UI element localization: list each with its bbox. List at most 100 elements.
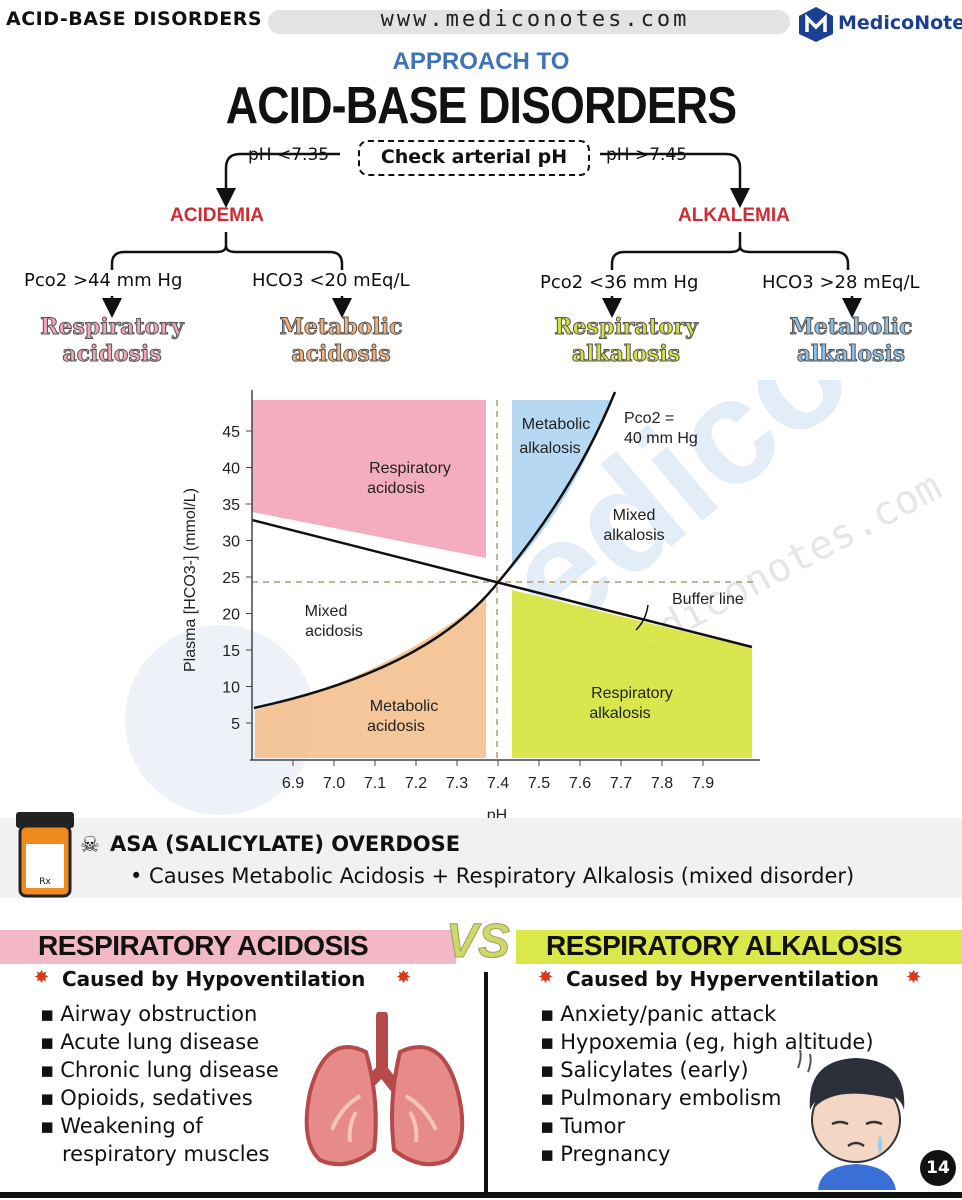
buffer-line-label: Buffer line — [672, 591, 744, 608]
resp-acidosis-banner — [0, 930, 456, 964]
respiratory-alkalosis-result: Respiratory alkalosis — [536, 314, 716, 368]
x-tick-label: 7.3 — [446, 775, 468, 792]
respiratory-acidosis-word1: Respiratory — [40, 314, 184, 341]
ph-high-condition: pH >7.45 — [606, 145, 688, 165]
x-tick-label: 7.5 — [528, 775, 550, 792]
resp-alkalosis-title: RESPIRATORY ALKALOSIS — [546, 930, 903, 961]
page-title: ACID-BASE DISORDERS — [225, 77, 737, 135]
respiratory-acidosis-word2: acidosis — [62, 341, 162, 368]
list-item: ▪Weakening of — [40, 1114, 203, 1138]
y-tick-label: 15 — [222, 643, 240, 660]
x-tick-label: 7.4 — [487, 775, 509, 792]
ph-low-condition: pH <7.35 — [248, 145, 330, 165]
y-axis-label: Plasma [HCO3-] (mmol/L) — [182, 488, 199, 672]
pco2-isobar-curve — [253, 391, 617, 710]
pco2-label-1: Pco2 = — [624, 410, 674, 427]
asa-title: ASA (SALICYLATE) OVERDOSE — [110, 832, 461, 856]
criterion-pco2-high: Pco2 >44 mm Hg — [24, 270, 183, 291]
y-tick-label: 30 — [222, 534, 240, 551]
subtitle: APPROACH TO — [392, 48, 570, 75]
x-tick-label: 7.1 — [364, 775, 386, 792]
explosion-icon: ✸ — [34, 967, 50, 988]
resp-alkalosis-list: ▪Anxiety/panic attack ▪Hypoxemia (eg, hi… — [540, 1000, 874, 1168]
metabolic-alkalosis-word2: alkalosis — [796, 341, 906, 368]
label-mixed-acidosis-2: acidosis — [305, 623, 363, 640]
criterion-pco2-low: Pco2 <36 mm Hg — [540, 272, 699, 293]
label-respiratory-acidosis-1: Respiratory — [369, 460, 451, 477]
skull-icon: ☠ — [80, 833, 100, 858]
label-metabolic-alkalosis-1: Metabolic — [522, 416, 590, 433]
list-item: ▪Airway obstruction — [40, 1002, 258, 1026]
region-respiratory-alkalosis — [512, 590, 752, 758]
region-respiratory-acidosis — [252, 400, 486, 558]
alkalemia-label: ALKALEMIA — [678, 205, 790, 226]
x-tick-label: 7.9 — [692, 775, 714, 792]
y-tick-label: 40 — [222, 461, 240, 478]
mediconotes-logo-icon — [799, 7, 833, 42]
respiratory-alkalosis-word2: alkalosis — [571, 341, 681, 368]
x-tick-label: 7.0 — [323, 775, 345, 792]
metabolic-alkalosis-result: Metabolic alkalosis — [766, 314, 936, 368]
buffer-line-pointer — [635, 604, 649, 631]
y-tick-label: 5 — [231, 716, 240, 733]
list-item: ▪Opioids, sedatives — [40, 1086, 253, 1110]
lungs-icon — [304, 1012, 465, 1167]
hyperventilation-cause: Caused by Hyperventilation — [566, 967, 879, 991]
bottle-label: Rx — [39, 877, 51, 887]
hypoventilation-cause: Caused by Hypoventilation — [62, 967, 366, 991]
list-item-continued: respiratory muscles — [62, 1142, 270, 1166]
label-mixed-acidosis-1: Mixed — [305, 603, 348, 620]
metabolic-acidosis-word2: acidosis — [291, 341, 391, 368]
explosion-icon: ✸ — [906, 967, 922, 988]
explosion-icon: ✸ — [396, 967, 412, 988]
buffer-line — [251, 518, 753, 649]
list-item: ▪Anxiety/panic attack — [540, 1002, 777, 1026]
pill-bottle-icon: Rx — [16, 812, 74, 898]
pco2-label-2: 40 mm Hg — [624, 430, 698, 447]
label-respiratory-acidosis-2: acidosis — [367, 480, 425, 497]
y-tick-label: 35 — [222, 497, 240, 514]
url-bar — [268, 10, 790, 34]
list-item: ▪Pregnancy — [540, 1142, 671, 1166]
label-mixed-alkalosis-2: alkalosis — [603, 527, 664, 544]
vs-badge: VS — [445, 915, 511, 969]
y-tick-label: 25 — [222, 570, 240, 587]
label-metabolic-acidosis-2: acidosis — [367, 718, 425, 735]
resp-acidosis-title: RESPIRATORY ACIDOSIS — [38, 930, 369, 961]
x-tick-label: 7.6 — [569, 775, 591, 792]
watermark-circle — [125, 625, 315, 815]
asa-section-bg — [0, 818, 962, 898]
acidemia-label: ACIDEMIA — [170, 205, 264, 226]
list-item: ▪Pulmonary embolism — [540, 1086, 782, 1110]
metabolic-acidosis-result: Metabolic acidosis — [256, 314, 426, 368]
list-item: ▪Tumor — [540, 1114, 626, 1138]
anxious-person-icon — [797, 1050, 905, 1190]
resp-acidosis-list: ▪Airway obstruction ▪Acute lung disease … — [40, 1000, 279, 1168]
x-tick-label: 6.9 — [282, 775, 304, 792]
x-tick-label: 7.8 — [651, 775, 673, 792]
region-metabolic-acidosis — [255, 598, 486, 758]
metabolic-alkalosis-word1: Metabolic — [789, 314, 913, 341]
site-url[interactable]: www.mediconotes.com — [380, 7, 690, 32]
respiratory-acidosis-result: Respiratory acidosis — [22, 314, 202, 368]
x-tick-label: 7.7 — [610, 775, 632, 792]
label-mixed-alkalosis-1: Mixed — [613, 507, 656, 524]
label-metabolic-acidosis-1: Metabolic — [370, 698, 438, 715]
column-divider — [484, 972, 488, 1192]
y-tick-label: 20 — [222, 607, 240, 624]
label-metabolic-alkalosis-2: alkalosis — [519, 440, 580, 457]
criterion-hco3-high: HCO3 >28 mEq/L — [762, 272, 920, 293]
list-item: ▪Chronic lung disease — [40, 1058, 279, 1082]
list-item: ▪Salicylates (early) — [540, 1058, 749, 1082]
y-tick-label: 10 — [222, 680, 240, 697]
y-ticks: 5 10 15 20 25 30 35 40 45 — [222, 424, 252, 733]
y-tick-label: 45 — [222, 424, 240, 441]
respiratory-alkalosis-word1: Respiratory — [554, 314, 698, 341]
resp-alkalosis-banner — [516, 930, 962, 964]
flow-connectors — [102, 152, 862, 318]
acid-base-chart: edicoNotes www.mediconotes.com 510152025… — [125, 380, 962, 824]
region-metabolic-alkalosis — [512, 400, 610, 568]
check-arterial-ph-box: Check arterial pH — [358, 140, 590, 176]
label-respiratory-alkalosis-2: alkalosis — [589, 705, 650, 722]
